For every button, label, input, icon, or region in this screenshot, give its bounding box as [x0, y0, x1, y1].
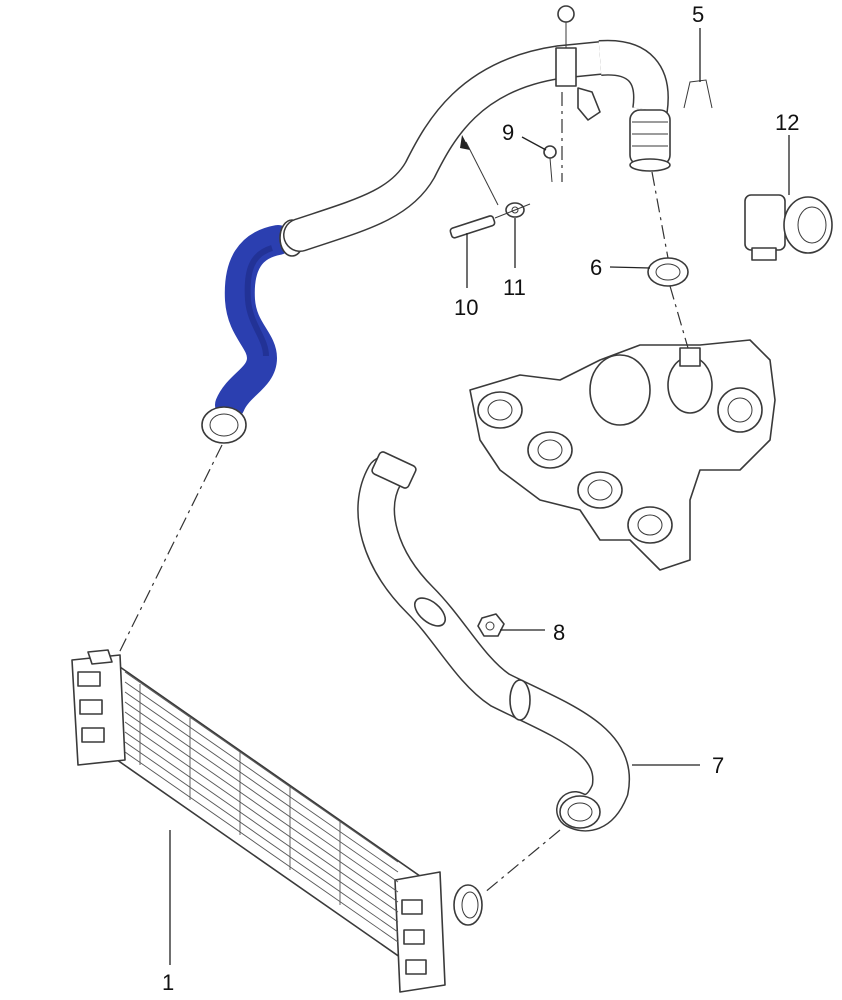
callout-6: 6: [590, 255, 602, 280]
nut: [477, 613, 505, 637]
callout-11: 11: [503, 275, 526, 300]
intercooler-fins: [124, 671, 399, 943]
callout-5: 5: [692, 2, 704, 27]
highlighted-charge-air-hose: [201, 219, 305, 444]
callout-10: 10: [454, 295, 478, 320]
callout-1: 1: [162, 970, 174, 995]
leader-lines: [169, 28, 790, 965]
clamp-ring: [647, 257, 689, 287]
retaining-clip: [683, 79, 713, 109]
turbocharger-exhaust-manifold: [469, 339, 776, 571]
bypass-valve: [744, 194, 833, 261]
callout-12: 12: [775, 110, 799, 135]
assembly-lines: [117, 92, 689, 894]
upper-charge-air-pipe: [283, 5, 671, 252]
callout-8: 8: [553, 620, 565, 645]
bolt: [543, 145, 557, 183]
intercooler: [71, 649, 483, 993]
callout-labels: 1 5 6 7 8 9 10 11 12: [162, 2, 799, 995]
stud: [449, 215, 496, 239]
callout-9: 9: [502, 120, 514, 145]
lower-charge-air-pipe: [357, 451, 631, 832]
callout-7: 7: [712, 753, 724, 778]
